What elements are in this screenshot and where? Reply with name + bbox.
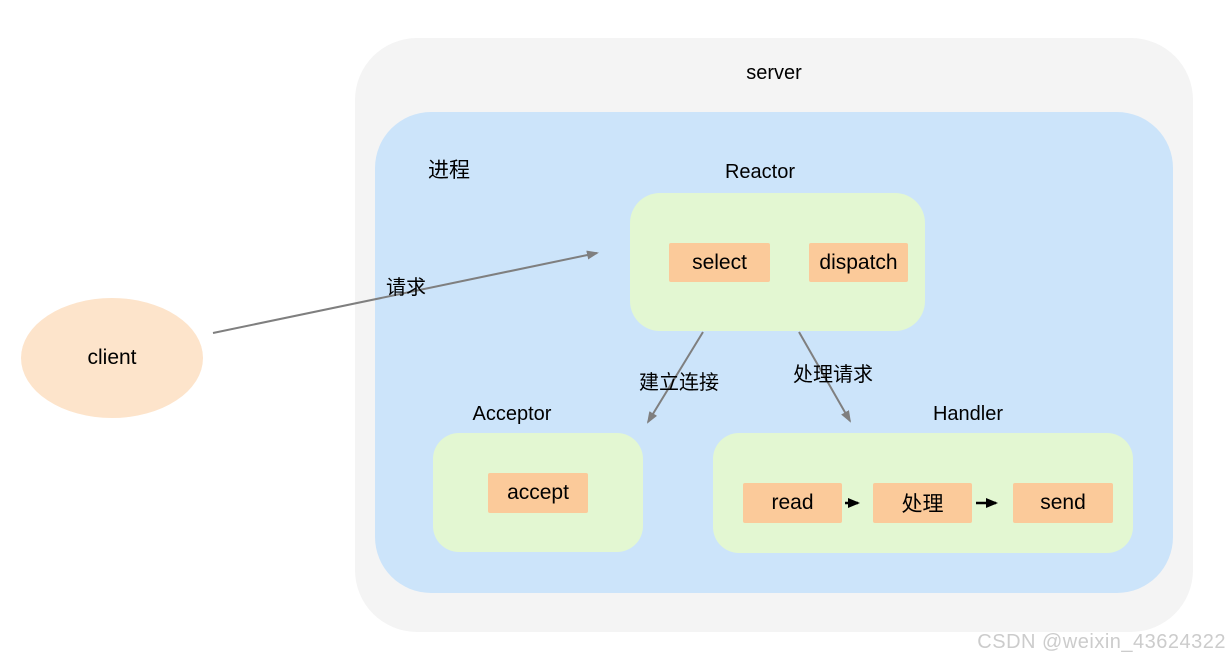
reactor-label: Reactor (724, 161, 796, 183)
handler-label: Handler (932, 403, 1004, 425)
accept-op-box: accept (488, 473, 588, 513)
establish-connection-edge-label: 建立连接 (639, 372, 719, 394)
read-op-box: read (743, 483, 842, 523)
send-op-box: send (1013, 483, 1113, 523)
csdn-watermark: CSDN @weixin_43624322 (977, 631, 1226, 653)
dispatch-op-box: dispatch (809, 243, 908, 282)
process-label: 进程 (428, 159, 470, 182)
handle-request-edge-label: 处理请求 (793, 364, 873, 386)
request-edge-label: 请求 (386, 277, 426, 299)
client-node: client (21, 298, 203, 418)
process-op-box: 处理 (873, 483, 972, 523)
server-label: server (746, 62, 802, 84)
acceptor-label: Acceptor (472, 403, 552, 425)
select-op-box: select (669, 243, 770, 282)
